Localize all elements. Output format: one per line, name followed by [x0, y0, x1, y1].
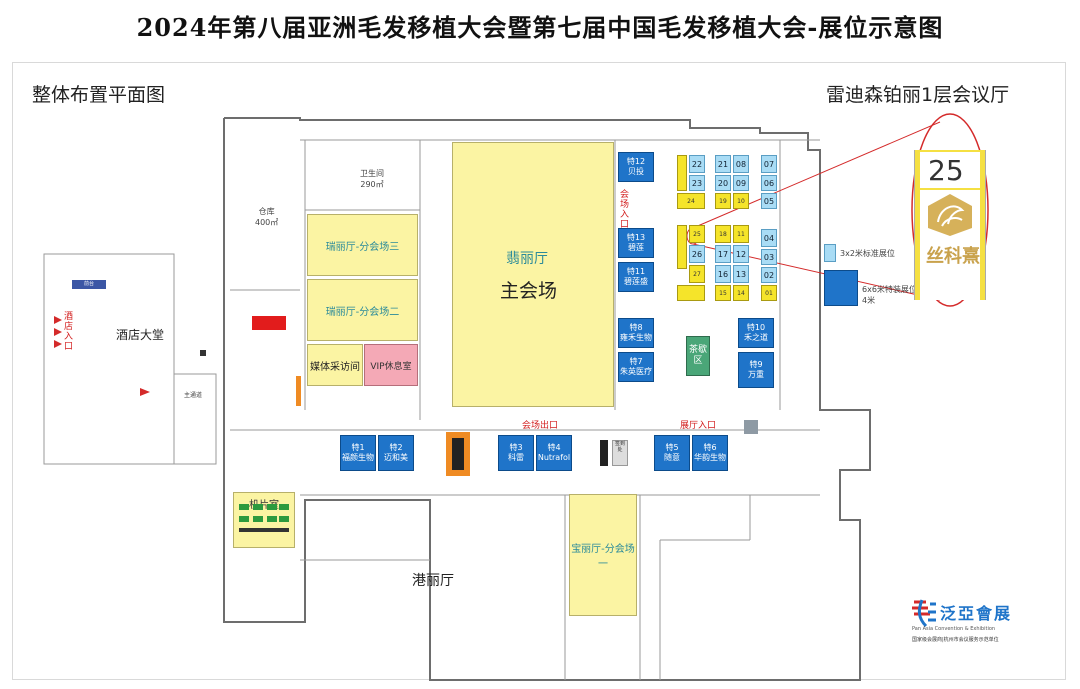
organizer-en: Pan Asia Convention & Exhibition — [912, 626, 996, 632]
organizer-logo-icon — [912, 599, 936, 628]
main-hall — [452, 142, 614, 407]
booth-std: 10 — [733, 193, 749, 209]
standard-booth-grid: 22 23 24 25 26 27 21 20 19 18 17 16 15 0… — [677, 155, 763, 301]
vip-room: VIP休息室 — [364, 344, 418, 386]
booth-std: 16 — [715, 265, 731, 283]
booth-std: 25 — [689, 225, 705, 243]
booth-std: 12 — [733, 245, 749, 263]
film-hall-seats — [239, 504, 289, 536]
media-room: 媒体采访间 — [307, 344, 363, 386]
booth-std: 23 — [689, 175, 705, 191]
tea-area: 茶歇区 — [686, 336, 710, 376]
booth-std: 21 — [715, 155, 731, 173]
booth-std: 04 — [761, 229, 777, 247]
booth-std: 20 — [715, 175, 731, 191]
booth-std: 22 — [689, 155, 705, 173]
booth-std: 19 — [715, 193, 731, 209]
sub-hall-2: 瑞丽厅-分会场二 — [307, 279, 418, 341]
checkin-desk: 签到处 — [612, 440, 628, 466]
zoom-brand: 丝科熹 — [926, 246, 980, 267]
red-board — [252, 316, 286, 330]
front-desk: 前台 — [72, 280, 106, 289]
zoom-number-box — [920, 152, 980, 188]
booth-std: 05 — [761, 193, 777, 209]
booth-std: 27 — [689, 265, 705, 283]
screen-2 — [600, 440, 608, 466]
left-subtitle: 整体布置平面图 — [32, 84, 166, 106]
organizer-name: 泛亞會展 — [940, 604, 1013, 623]
port-hall-label: 港丽厅 — [412, 573, 454, 589]
booth-std: 17 — [715, 245, 731, 263]
hotel-entrance-label: 酒店入口 — [64, 312, 74, 352]
booth-std: 18 — [715, 225, 731, 243]
zoom-number: 25 — [928, 154, 964, 187]
booth-std: 11 — [733, 225, 749, 243]
booth-yellow — [677, 155, 687, 191]
booth-std: 14 — [733, 285, 749, 301]
booth-std: 06 — [761, 175, 777, 191]
main-corridor-label: 主通道 — [184, 392, 203, 399]
booth-std: 08 — [733, 155, 749, 173]
standard-booth-column: 07 06 05 04 03 02 01 — [761, 155, 779, 301]
page-title: 2024年第八届亚洲毛发移植大会暨第七届中国毛发移植大会-展位示意图 — [136, 13, 944, 42]
booth-std: 03 — [761, 249, 777, 265]
hotel-lobby-label: 酒店大堂 — [116, 328, 165, 342]
venue-exit-label: 会场出口 — [522, 421, 559, 431]
legend-special-text: 6x6米特装展位，限高4米 — [862, 285, 941, 305]
booth-std: 24 — [677, 193, 705, 209]
bao-hall: 宝丽厅-分会场一 — [569, 494, 637, 616]
organizer-desc: 国家级会展商|杭州市会议服务示范单位 — [912, 637, 999, 643]
venue-entrance-label: 会场入口 — [620, 190, 630, 230]
booth-std: 26 — [689, 245, 705, 263]
booth-yellow — [677, 285, 705, 301]
exhibition-entrance-label: 展厅入口 — [680, 421, 717, 431]
sub-hall-3: 瑞丽厅-分会场三 — [307, 214, 418, 276]
booth-std: 15 — [715, 285, 731, 301]
legend-standard-swatch — [824, 244, 836, 262]
legend-standard-text: 3x2米标准展位 — [840, 249, 895, 258]
booth-std: 07 — [761, 155, 777, 173]
main-hall-name: 翡丽厅 — [506, 251, 548, 267]
booth-std: 13 — [733, 265, 749, 283]
right-subtitle: 雷迪森铂丽1层会议厅 — [826, 84, 1010, 106]
booth-std: 09 — [733, 175, 749, 191]
booth-yellow — [677, 225, 687, 269]
booth-std: 02 — [761, 267, 777, 283]
legend-special-swatch — [824, 270, 858, 306]
brand-logo-icon — [928, 194, 972, 236]
main-hall-label: 主会场 — [500, 280, 558, 302]
screen — [452, 438, 464, 470]
booth-std: 01 — [761, 285, 777, 301]
